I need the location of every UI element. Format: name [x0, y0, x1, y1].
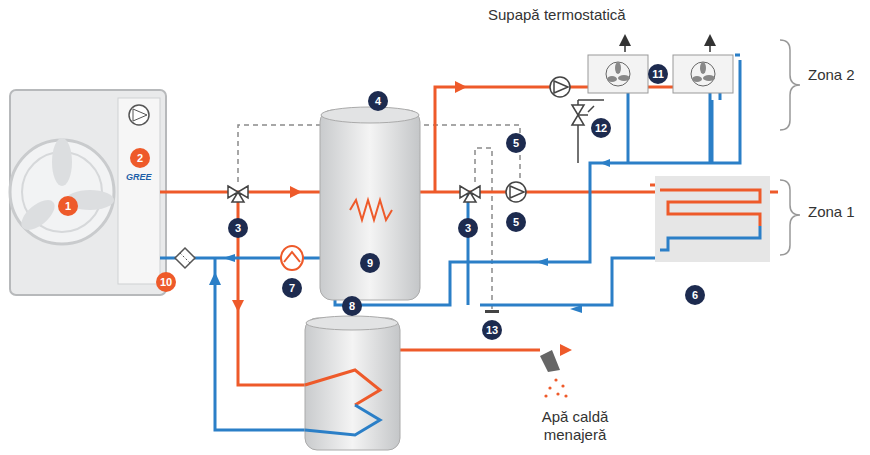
caption-text: Apă caldă menajeră [530, 408, 620, 444]
callout-number: 10 [156, 272, 176, 292]
zone-label: Zona 1 [808, 203, 855, 220]
callout-number: 3 [228, 218, 248, 238]
callout-number: 9 [360, 253, 380, 273]
callout-number: 1 [58, 196, 78, 216]
zone-label: Zona 2 [808, 66, 855, 83]
brand-logo: GREE [126, 172, 152, 182]
caption-text: Supapă termostatică [488, 6, 626, 23]
callout-number: 6 [685, 285, 705, 305]
callout-number: 13 [482, 320, 502, 340]
callout-number: 12 [591, 118, 611, 138]
callout-number: 3 [458, 218, 478, 238]
callout-number: 8 [342, 296, 362, 316]
callout-number: 11 [648, 64, 668, 84]
callout-number: 4 [368, 91, 388, 111]
callout-number: 7 [282, 278, 302, 298]
callout-number: 5 [506, 212, 526, 232]
callout-number: 2 [130, 148, 150, 168]
callout-number: 5 [506, 133, 526, 153]
